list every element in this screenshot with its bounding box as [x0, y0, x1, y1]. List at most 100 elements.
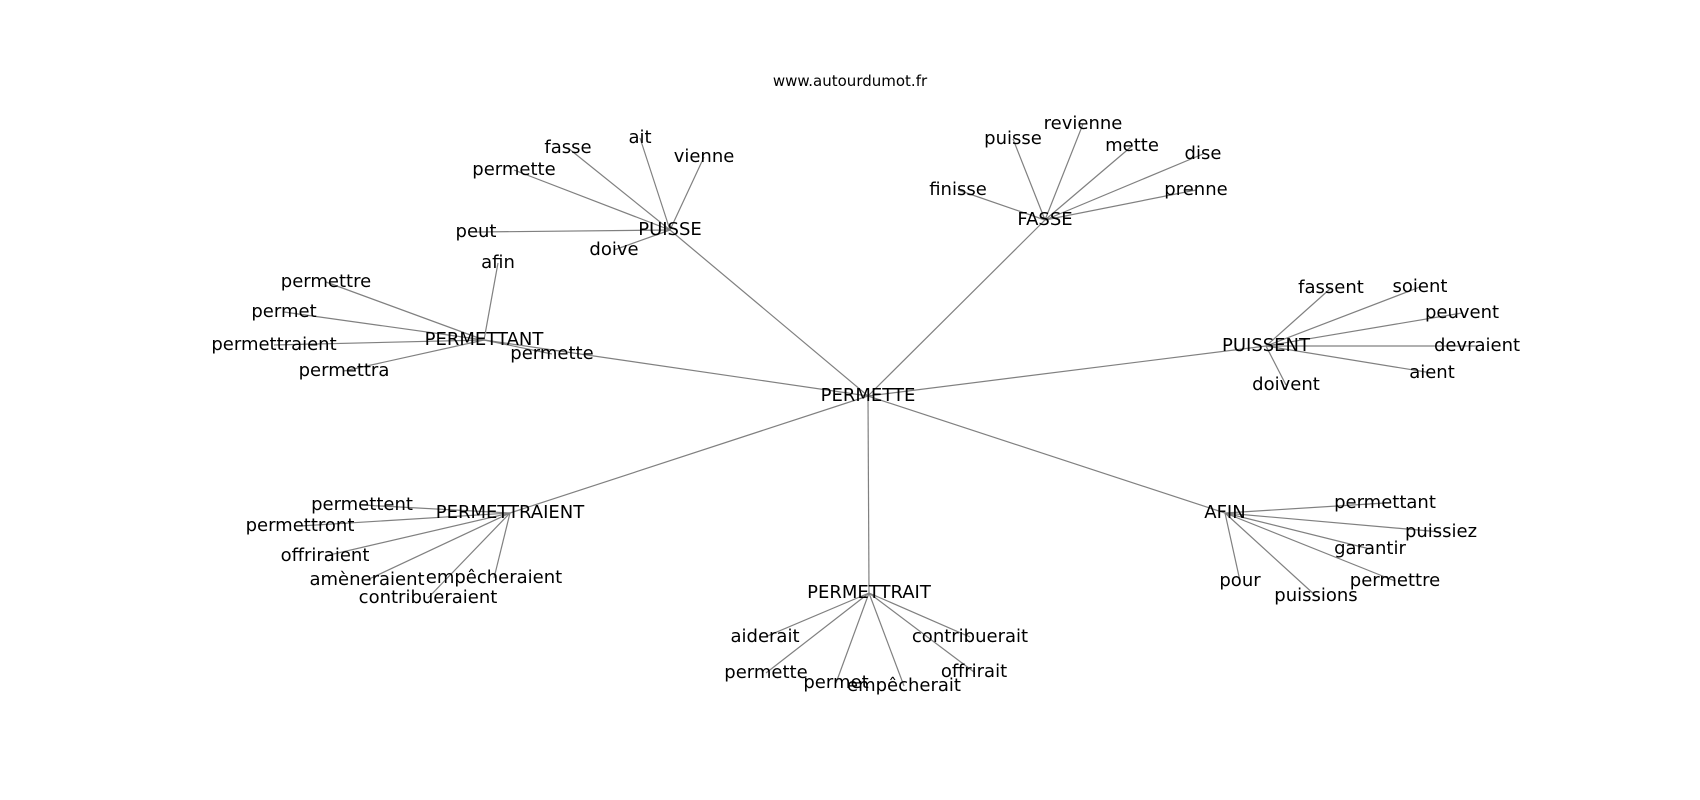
- leaf-label-permettraient-1: permettront: [246, 515, 355, 536]
- edge-fasse-leaf-0: [1044, 123, 1084, 221]
- leaf-label-permettrait-2: permette: [724, 662, 807, 683]
- leaf-label-permettant-1: permettre: [281, 271, 371, 292]
- edge-permettrait-leaf-3: [868, 592, 975, 673]
- leaf-label-puisse-4: peut: [456, 221, 497, 242]
- leaf-label-afin-3: permettre: [1350, 570, 1440, 591]
- edge-permettant-leaf-5: [483, 339, 553, 355]
- leaf-label-afin-2: garantir: [1334, 538, 1406, 559]
- edge-permettrait-leaf-2: [765, 592, 870, 674]
- edge-puisse-leaf-2: [669, 156, 705, 231]
- edge-center-permettrait: [867, 395, 870, 594]
- hub-label-permettrait: PERMETTRAIT: [807, 582, 932, 603]
- leaf-label-puisse-0: fasse: [544, 137, 591, 158]
- edge-puissent-leaf-5: [1265, 345, 1287, 386]
- edge-puisse-leaf-1: [639, 137, 671, 231]
- edge-fasse-leaf-1: [1012, 138, 1046, 221]
- edge-afin-leaf-5: [1224, 512, 1317, 597]
- edge-afin-leaf-0: [1224, 502, 1386, 514]
- leaf-label-puisse-2: vienne: [674, 146, 735, 167]
- edge-permettraient-leaf-5: [427, 512, 511, 599]
- leaf-label-permettant-5: permette: [510, 343, 593, 364]
- hub-label-afin: AFIN: [1204, 502, 1245, 523]
- leaf-label-fasse-2: mette: [1105, 135, 1159, 156]
- edge-afin-leaf-1: [1224, 512, 1442, 533]
- edge-center-permettant: [483, 339, 869, 397]
- edge-center-permettraient: [509, 395, 869, 514]
- hub-label-puissent: PUISSENT: [1222, 335, 1311, 356]
- edge-permettant-leaf-2: [283, 311, 485, 341]
- edge-puissent-leaf-4: [1265, 345, 1433, 374]
- edge-center-puissent: [867, 345, 1267, 397]
- leaf-label-permettrait-4: permet: [803, 672, 868, 693]
- edge-puissent-leaf-1: [1265, 286, 1421, 347]
- edge-puisse-leaf-0: [567, 147, 671, 231]
- leaf-label-fasse-1: puisse: [984, 128, 1042, 149]
- edge-permettraient-leaf-2: [324, 512, 511, 557]
- leaf-label-puisse-1: ait: [628, 127, 651, 148]
- leaf-label-puissent-3: devraient: [1434, 335, 1520, 356]
- leaf-label-permettraient-0: permettent: [311, 494, 413, 515]
- leaf-label-afin-0: permettant: [1334, 492, 1436, 513]
- leaf-label-permettant-4: permettra: [299, 360, 390, 381]
- hub-label-puisse: PUISSE: [638, 219, 702, 240]
- leaf-label-permettraient-4: empêcheraient: [426, 567, 562, 588]
- edge-center-puisse: [669, 229, 869, 397]
- leaf-label-permettant-3: permettraient: [211, 334, 336, 355]
- edge-puisse-leaf-5: [613, 229, 671, 251]
- edge-fasse-leaf-4: [957, 189, 1046, 221]
- leaf-label-permettrait-0: aiderait: [730, 626, 799, 647]
- center-label: PERMETTE: [821, 385, 916, 406]
- edge-permettraient-leaf-4: [493, 512, 511, 579]
- leaf-label-fasse-5: prenne: [1164, 179, 1227, 200]
- edge-fasse-leaf-5: [1044, 189, 1197, 221]
- edge-permettrait-leaf-1: [868, 592, 971, 638]
- edge-permettant-leaf-3: [273, 339, 485, 346]
- leaf-label-permettrait-5: empêcherait: [847, 675, 961, 696]
- leaf-label-puisse-5: doive: [589, 239, 638, 260]
- hub-label-permettraient: PERMETTRAIENT: [436, 502, 586, 523]
- leaf-label-afin-4: pour: [1219, 570, 1261, 591]
- edge-puissent-leaf-0: [1265, 287, 1332, 347]
- edge-afin-leaf-2: [1224, 512, 1371, 550]
- leaf-label-permettraient-5: contribueraient: [359, 587, 498, 608]
- edge-permettrait-leaf-4: [835, 592, 870, 684]
- edge-center-afin: [867, 395, 1226, 514]
- edge-permettrait-leaf-0: [764, 592, 870, 638]
- leaf-label-fasse-3: dise: [1185, 143, 1222, 164]
- edge-permettrait-leaf-5: [868, 592, 905, 687]
- leaf-label-permettrait-3: offrirait: [941, 661, 1007, 682]
- edge-puisse-leaf-3: [513, 169, 671, 231]
- edge-fasse-leaf-2: [1044, 145, 1133, 221]
- edge-fasse-leaf-3: [1044, 153, 1204, 221]
- leaf-label-puisse-3: permette: [472, 159, 555, 180]
- hub-label-fasse: FASSE: [1017, 209, 1072, 230]
- leaf-label-puissent-4: aient: [1409, 362, 1455, 383]
- edge-permettraient-leaf-1: [299, 512, 511, 527]
- edge-permettant-leaf-4: [343, 339, 485, 372]
- edge-puisse-leaf-4: [475, 229, 671, 233]
- edge-afin-leaf-3: [1224, 512, 1396, 582]
- leaf-label-afin-1: puissiez: [1405, 521, 1477, 542]
- edge-center-fasse: [867, 219, 1046, 397]
- site-watermark: www.autourdumot.fr: [772, 72, 928, 90]
- leaf-label-fasse-0: revienne: [1044, 113, 1123, 134]
- leaf-label-afin-5: puissions: [1274, 585, 1357, 606]
- edge-afin-leaf-4: [1224, 512, 1241, 582]
- leaf-label-fasse-4: finisse: [929, 179, 987, 200]
- leaf-label-permettrait-1: contribuerait: [912, 626, 1028, 647]
- leaf-label-permettant-0: afin: [481, 252, 515, 273]
- edge-puissent-leaf-2: [1265, 312, 1463, 347]
- leaf-label-puissent-5: doivent: [1252, 374, 1320, 395]
- edge-permettant-leaf-0: [483, 262, 499, 341]
- hub-label-permettant: PERMETTANT: [425, 329, 545, 350]
- edge-permettraient-leaf-3: [366, 512, 511, 581]
- leaf-label-puissent-1: soient: [1393, 276, 1448, 297]
- leaf-label-permettraient-2: offriraient: [281, 545, 370, 566]
- leaf-label-permettraient-3: amèneraient: [309, 569, 424, 590]
- leaf-label-permettant-2: permet: [251, 301, 316, 322]
- leaf-label-puissent-0: fassent: [1298, 277, 1364, 298]
- edge-permettraient-leaf-0: [361, 504, 511, 514]
